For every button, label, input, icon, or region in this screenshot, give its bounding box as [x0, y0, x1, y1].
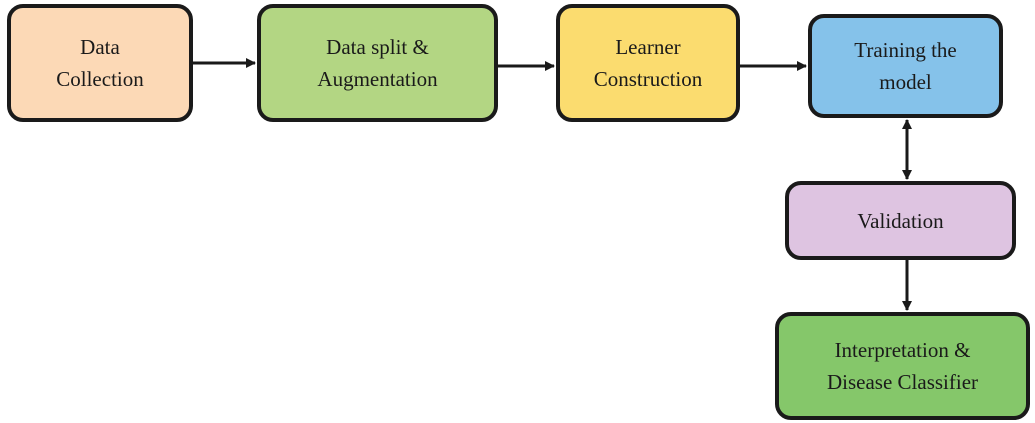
node-label-line: Validation [857, 208, 944, 233]
node-label-line: Learner [615, 35, 681, 59]
node-data-split-augmentation: Data split & Augmentation [257, 4, 498, 122]
node-label-line: model [879, 70, 932, 94]
node-training-the-model: Training the model [808, 14, 1003, 118]
node-label-line: Construction [593, 67, 703, 91]
node-data-collection: Data Collection [7, 4, 193, 122]
node-label-line: Collection [56, 67, 144, 91]
node-label-line: Interpretation & [834, 338, 971, 362]
node-label-line: Data [80, 35, 120, 59]
node-interpretation-disease-classifier: Interpretation & Disease Classifier [775, 312, 1030, 420]
node-label-line: Training the [854, 38, 957, 62]
node-label-line: Data split & [326, 35, 429, 59]
node-validation: Validation [785, 181, 1016, 260]
node-learner-construction: Learner Construction [556, 4, 740, 122]
node-label-line: Disease Classifier [826, 370, 979, 394]
node-label-line: Augmentation [317, 67, 438, 91]
